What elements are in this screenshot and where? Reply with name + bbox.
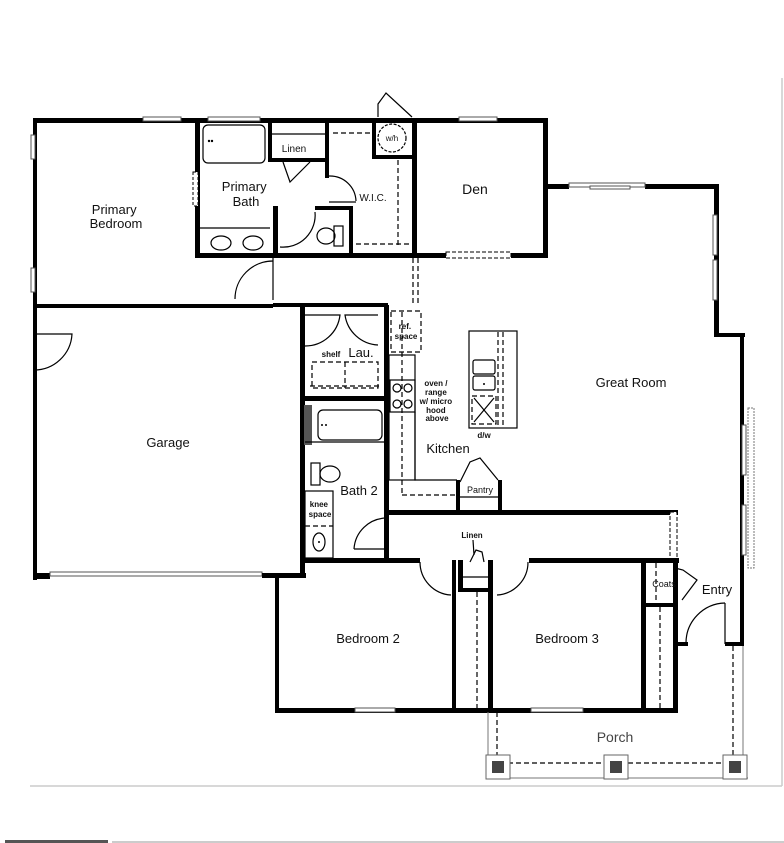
linen-hall-label: Linen: [461, 531, 482, 540]
kitchen: ref. space oven / range w/ micro hood ab…: [388, 310, 518, 512]
svg-text:knee space: knee space: [309, 500, 332, 519]
bath-2: knee space Bath 2: [304, 405, 389, 560]
ref-space-label-1: ref.: [399, 322, 411, 331]
porch-column: [485, 754, 511, 780]
ref-space-label-2: space: [395, 332, 418, 341]
entry: Coats Entry: [652, 563, 744, 646]
water-heater: w/h: [372, 92, 414, 159]
great-room: Great Room: [547, 182, 755, 645]
garage: Garage: [32, 304, 306, 580]
bedroom-2: Bedroom 2: [275, 578, 675, 713]
linen-top-label: Linen: [282, 144, 306, 155]
primary-bedroom-label-1: Primary: [92, 202, 137, 217]
oven-label-1: oven /: [424, 379, 448, 388]
laundry-label: Lau.: [348, 345, 373, 360]
den-label: Den: [462, 181, 488, 197]
great-room-label: Great Room: [596, 375, 667, 390]
garage-label: Garage: [146, 435, 189, 450]
coats-label: Coats: [652, 579, 676, 589]
oven-label-5: above: [425, 414, 449, 423]
knee-space-label-2: space: [309, 510, 332, 519]
oven-label-2: range: [425, 388, 447, 397]
kitchen-label: Kitchen: [426, 441, 469, 456]
svg-text:Primary Bedroom: Primary Bedroom: [90, 202, 143, 231]
oven-label-4: hood: [426, 406, 446, 415]
bedroom-3: Bedroom 3: [530, 560, 678, 713]
dw-label: d/w: [477, 431, 491, 440]
bath2-label: Bath 2: [340, 483, 378, 498]
porch-column: [603, 754, 629, 780]
shelf-label: shelf: [322, 350, 341, 359]
wh-label: w/h: [385, 134, 398, 143]
bedroom2-label: Bedroom 2: [336, 631, 400, 646]
primary-bath: Primary Bath Linen: [192, 116, 415, 258]
horizontal-scrollbar-thumb[interactable]: [5, 840, 108, 843]
den: Den: [412, 116, 548, 259]
laundry: Lau. shelf: [301, 305, 389, 515]
porch-label: Porch: [597, 729, 634, 745]
bedroom3-label: Bedroom 3: [535, 631, 599, 646]
svg-text:Primary Bath: Primary Bath: [222, 179, 270, 209]
primary-bedroom-label-2: Bedroom: [90, 216, 143, 231]
hallway: Linen: [303, 510, 679, 710]
svg-text:oven / range w/ mi: oven / range w/ micro hood above: [419, 379, 455, 423]
knee-space-label-1: knee: [310, 500, 329, 509]
wic-label: W.I.C.: [359, 193, 386, 204]
pantry-label: Pantry: [467, 485, 494, 495]
primary-bedroom: [30, 116, 197, 308]
primary-bath-label-1: Primary: [222, 179, 267, 194]
svg-text:ref. space: ref. space: [395, 322, 418, 341]
oven-label-3: w/ micro: [419, 397, 453, 406]
horizontal-scrollbar-track[interactable]: [112, 841, 784, 843]
walk-in-closet: W.I.C.: [333, 118, 417, 258]
porch-column: [722, 754, 748, 780]
entry-label: Entry: [702, 582, 733, 597]
primary-bath-label-2: Bath: [233, 194, 260, 209]
porch: Porch: [485, 646, 748, 780]
